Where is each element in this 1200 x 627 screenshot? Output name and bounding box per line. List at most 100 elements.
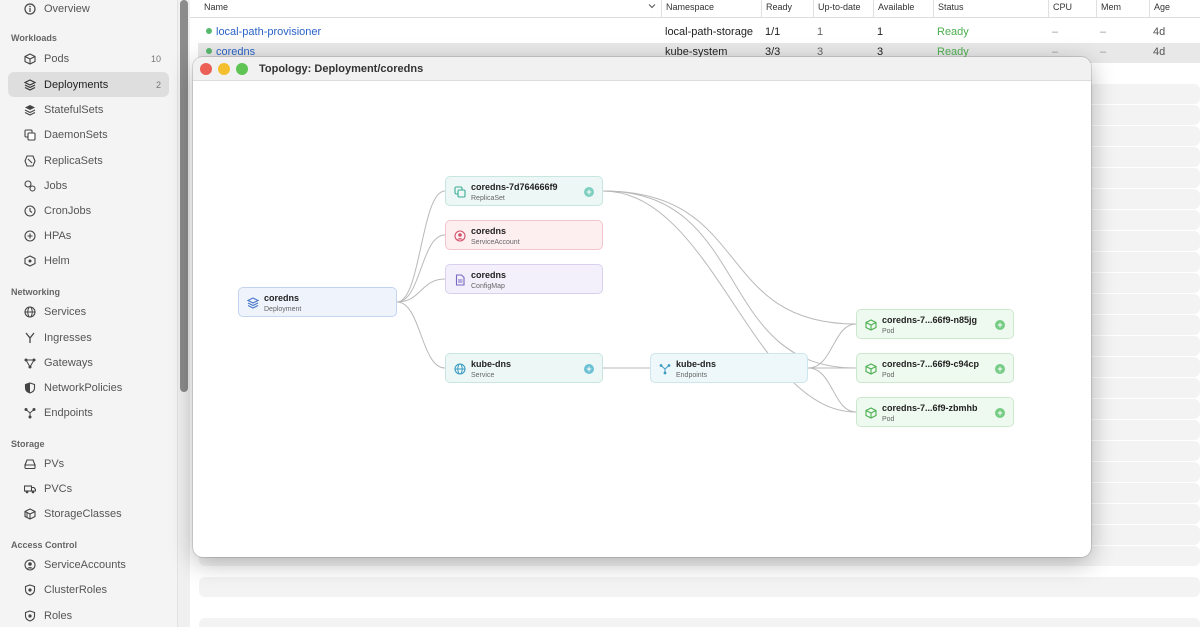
sidebar-item-label: Services bbox=[44, 305, 87, 318]
sidebar-item-label: ReplicaSets bbox=[44, 154, 103, 167]
sidebar-item-label: ClusterRoles bbox=[44, 583, 107, 596]
node-pod[interactable]: coredns-7...6f9-zbmhb Pod + bbox=[856, 397, 1014, 427]
cronjob-icon bbox=[24, 204, 36, 217]
expand-button[interactable]: + bbox=[995, 408, 1005, 418]
node-pod[interactable]: coredns-7...66f9-n85jg Pod + bbox=[856, 309, 1014, 339]
column-header-mem[interactable]: Mem bbox=[1096, 0, 1121, 17]
sidebar-item-deployments[interactable]: Deployments 2 bbox=[8, 72, 169, 97]
helm-icon bbox=[24, 254, 36, 267]
replicaset-icon bbox=[454, 185, 466, 198]
row-status: Ready bbox=[937, 46, 969, 58]
sidebar-item-statefulsets[interactable]: StatefulSets bbox=[8, 97, 169, 122]
ingress-icon bbox=[24, 332, 36, 344]
topology-title: Topology: Deployment/coredns bbox=[259, 63, 424, 75]
row-name[interactable]: local-path-provisioner bbox=[206, 26, 321, 38]
hpa-icon bbox=[24, 229, 36, 242]
expand-button[interactable]: + bbox=[584, 364, 594, 374]
row-name-link[interactable]: coredns bbox=[216, 46, 256, 58]
edge-replicaset-pod3 bbox=[602, 190, 857, 413]
node-kind: Service bbox=[471, 372, 495, 379]
sidebar-item-serviceaccounts[interactable]: ServiceAccounts bbox=[8, 552, 169, 577]
sidebar-item-label: PVs bbox=[44, 457, 65, 470]
minimize-window-button[interactable] bbox=[218, 63, 230, 75]
column-header-name[interactable]: Name bbox=[204, 2, 229, 12]
edge-deployment-configmap bbox=[396, 278, 446, 303]
zoom-window-button[interactable] bbox=[236, 63, 248, 75]
sidebar-item-networkpolicies[interactable]: NetworkPolicies bbox=[8, 375, 169, 400]
node-service[interactable]: kube-dns Service + bbox=[445, 353, 603, 383]
sort-chevron-icon[interactable] bbox=[648, 0, 656, 17]
expand-button[interactable]: + bbox=[584, 187, 594, 197]
row-age: 4d bbox=[1153, 46, 1166, 58]
sidebar-item-jobs[interactable]: Jobs bbox=[8, 173, 169, 198]
node-kind: ReplicaSet bbox=[471, 195, 505, 202]
sidebar-item-daemonsets[interactable]: DaemonSets bbox=[8, 122, 169, 147]
topology-canvas[interactable]: coredns Deployment coredns-7d764666f9 Re… bbox=[193, 81, 1091, 557]
edge-deployment-serviceaccount bbox=[396, 234, 446, 303]
sidebar-scrollbar-thumb[interactable] bbox=[180, 0, 188, 392]
node-deployment[interactable]: coredns Deployment bbox=[238, 287, 397, 317]
row-namespace: local-path-storage bbox=[665, 26, 754, 38]
endpoints-icon bbox=[24, 407, 36, 419]
sidebar-item-storageclasses[interactable]: StorageClasses bbox=[8, 501, 169, 526]
node-name: coredns bbox=[264, 293, 300, 303]
row-status: Ready bbox=[937, 26, 969, 38]
column-header-ready[interactable]: Ready bbox=[761, 0, 792, 17]
job-icon bbox=[24, 179, 36, 192]
sidebar-item-cronjobs[interactable]: CronJobs bbox=[8, 198, 169, 223]
daemonset-icon bbox=[24, 128, 36, 141]
row-name[interactable]: coredns bbox=[206, 46, 255, 58]
section-networking: Networking bbox=[11, 287, 61, 297]
node-configmap[interactable]: coredns ConfigMap bbox=[445, 264, 603, 294]
topology-titlebar[interactable]: Topology: Deployment/coredns bbox=[193, 57, 1091, 81]
node-serviceaccount[interactable]: coredns ServiceAccount bbox=[445, 220, 603, 250]
node-kind: Deployment bbox=[264, 306, 302, 313]
sidebar-item-endpoints[interactable]: Endpoints bbox=[8, 400, 169, 425]
node-endpoints[interactable]: kube-dns Endpoints bbox=[650, 353, 808, 383]
sidebar-item-clusterroles[interactable]: ClusterRoles bbox=[8, 577, 169, 602]
node-kind: Pod bbox=[882, 328, 895, 335]
column-header-available[interactable]: Available bbox=[873, 0, 914, 17]
deployment-icon bbox=[24, 78, 36, 91]
row-available: 1 bbox=[877, 26, 884, 38]
globe-icon bbox=[454, 362, 466, 375]
shield-icon bbox=[24, 609, 36, 622]
column-header-namespace[interactable]: Namespace bbox=[661, 0, 714, 17]
sidebar-item-pvcs[interactable]: PVCs bbox=[8, 476, 169, 501]
row-uptodate: 3 bbox=[817, 46, 824, 58]
row-mem: – bbox=[1100, 26, 1107, 38]
sidebar-item-hpas[interactable]: HPAs bbox=[8, 223, 169, 248]
sidebar-item-ingresses[interactable]: Ingresses bbox=[8, 325, 169, 350]
sidebar-item-gateways[interactable]: Gateways bbox=[8, 350, 169, 375]
expand-button[interactable]: + bbox=[995, 320, 1005, 330]
sidebar-item-label: PVCs bbox=[44, 482, 73, 495]
node-name: coredns bbox=[471, 226, 507, 236]
status-dot bbox=[206, 48, 212, 54]
sidebar-item-pvs[interactable]: PVs bbox=[8, 451, 169, 476]
table-row[interactable]: local-path-provisioner local-path-storag… bbox=[198, 23, 1200, 43]
column-header-uptodate[interactable]: Up-to-date bbox=[813, 0, 861, 17]
pod-icon bbox=[24, 52, 36, 65]
row-cpu: – bbox=[1052, 26, 1059, 38]
table-header: Name Namespace Ready Up-to-date Availabl… bbox=[190, 0, 1200, 18]
info-icon bbox=[24, 2, 36, 15]
column-header-status[interactable]: Status bbox=[933, 0, 964, 17]
edge-endpoints-pod3 bbox=[807, 367, 857, 413]
close-window-button[interactable] bbox=[200, 63, 212, 75]
sidebar-item-pods[interactable]: Pods 10 bbox=[8, 46, 169, 71]
node-pod[interactable]: coredns-7...66f9-c94cp Pod + bbox=[856, 353, 1014, 383]
row-name-link[interactable]: local-path-provisioner bbox=[216, 26, 322, 38]
column-header-age[interactable]: Age bbox=[1149, 0, 1170, 17]
sidebar-item-services[interactable]: Services bbox=[8, 299, 169, 324]
sidebar-item-overview[interactable]: Overview bbox=[8, 0, 169, 21]
topology-window: Topology: Deployment/coredns coredns Dep bbox=[193, 57, 1091, 557]
node-replicaset[interactable]: coredns-7d764666f9 ReplicaSet + bbox=[445, 176, 603, 206]
section-storage: Storage bbox=[11, 439, 45, 449]
column-header-cpu[interactable]: CPU bbox=[1048, 0, 1072, 17]
expand-button[interactable]: + bbox=[995, 364, 1005, 374]
sidebar-item-helm[interactable]: Helm bbox=[8, 248, 169, 273]
sidebar-item-roles[interactable]: Roles bbox=[8, 603, 169, 627]
pod-icon bbox=[865, 362, 877, 375]
sidebar-item-replicasets[interactable]: ReplicaSets bbox=[8, 148, 169, 173]
node-name: kube-dns bbox=[471, 359, 512, 369]
